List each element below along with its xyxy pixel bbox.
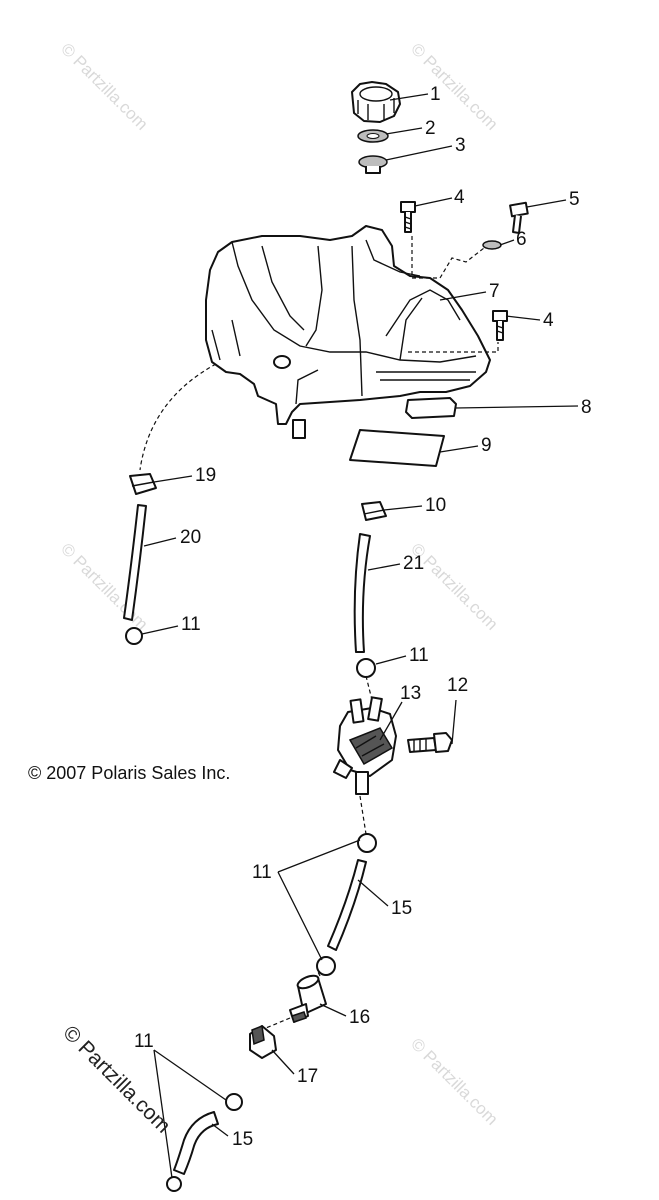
clamp-ring-below-valve xyxy=(357,833,377,853)
watermark-main: © Partzilla.com xyxy=(58,1021,174,1137)
fuel-hose-15-lower xyxy=(173,1111,219,1175)
callout-19: 19 xyxy=(195,465,216,486)
leader-lines xyxy=(141,93,579,1179)
vent-hose-20 xyxy=(123,504,147,621)
callout-8: 8 xyxy=(581,397,592,418)
callout-2: 2 xyxy=(425,118,436,139)
fuel-filter xyxy=(289,974,327,1023)
callout-15-lower: 15 xyxy=(232,1129,253,1150)
fuel-hose-21 xyxy=(353,533,371,653)
callout-21: 21 xyxy=(403,553,424,574)
fuel-cap xyxy=(351,81,401,123)
callout-12: 12 xyxy=(447,675,468,696)
callout-3: 3 xyxy=(455,135,466,156)
clamp-ring-left xyxy=(125,627,143,645)
routing-lines xyxy=(139,236,499,1029)
fuel-valve xyxy=(333,696,397,795)
callout-1: 1 xyxy=(430,84,441,105)
watermark-group: © Partzilla.com © Partzilla.com © Partzi… xyxy=(57,39,501,1128)
bolt-lower xyxy=(492,310,508,341)
foam-pad xyxy=(405,397,457,419)
watermark-top-left: © Partzilla.com xyxy=(57,39,151,133)
callout-20: 20 xyxy=(180,527,201,548)
watermark-bottom-right: © Partzilla.com xyxy=(407,1034,501,1128)
callout-17: 17 xyxy=(297,1066,318,1087)
cap-gasket xyxy=(357,129,389,143)
callout-5: 5 xyxy=(569,189,580,210)
warning-decal xyxy=(349,429,445,467)
callout-11-mid: 11 xyxy=(409,645,429,666)
hose-clamp-10 xyxy=(361,501,387,521)
copyright-text: © 2007 Polaris Sales Inc. xyxy=(28,763,230,783)
fuel-hose-15-upper xyxy=(327,859,367,951)
callout-11-pair: 11 xyxy=(252,862,272,883)
callout-9: 9 xyxy=(481,435,492,456)
clamp-ring-mid xyxy=(356,658,376,678)
bolt-top xyxy=(400,201,416,233)
callout-11-left: 11 xyxy=(181,614,201,635)
clamp-ring-above-filter xyxy=(316,956,336,976)
callout-7: 7 xyxy=(489,281,500,302)
callout-labels: 1 2 3 4 5 6 7 4 8 9 19 10 20 21 11 11 12… xyxy=(134,84,592,1150)
callout-10: 10 xyxy=(425,495,446,516)
bolt-right xyxy=(509,201,529,234)
hose-clamp-19 xyxy=(129,473,157,495)
callout-15-upper: 15 xyxy=(391,898,412,919)
callout-4-lower: 4 xyxy=(543,310,554,331)
hose-clip-17 xyxy=(249,1024,277,1059)
watermark-top-right: © Partzilla.com xyxy=(407,39,501,133)
clamp-ring-bottom xyxy=(225,1093,243,1111)
callout-6: 6 xyxy=(516,229,527,250)
fuel-tank xyxy=(205,225,491,439)
callout-4-top: 4 xyxy=(454,187,465,208)
washer xyxy=(482,240,502,250)
callout-16: 16 xyxy=(349,1007,370,1028)
callout-11-bottom: 11 xyxy=(134,1031,154,1052)
valve-screw xyxy=(407,732,453,753)
callout-13: 13 xyxy=(400,683,421,704)
clamp-ring-bottom-lower xyxy=(166,1176,182,1192)
cap-retainer xyxy=(358,155,388,174)
